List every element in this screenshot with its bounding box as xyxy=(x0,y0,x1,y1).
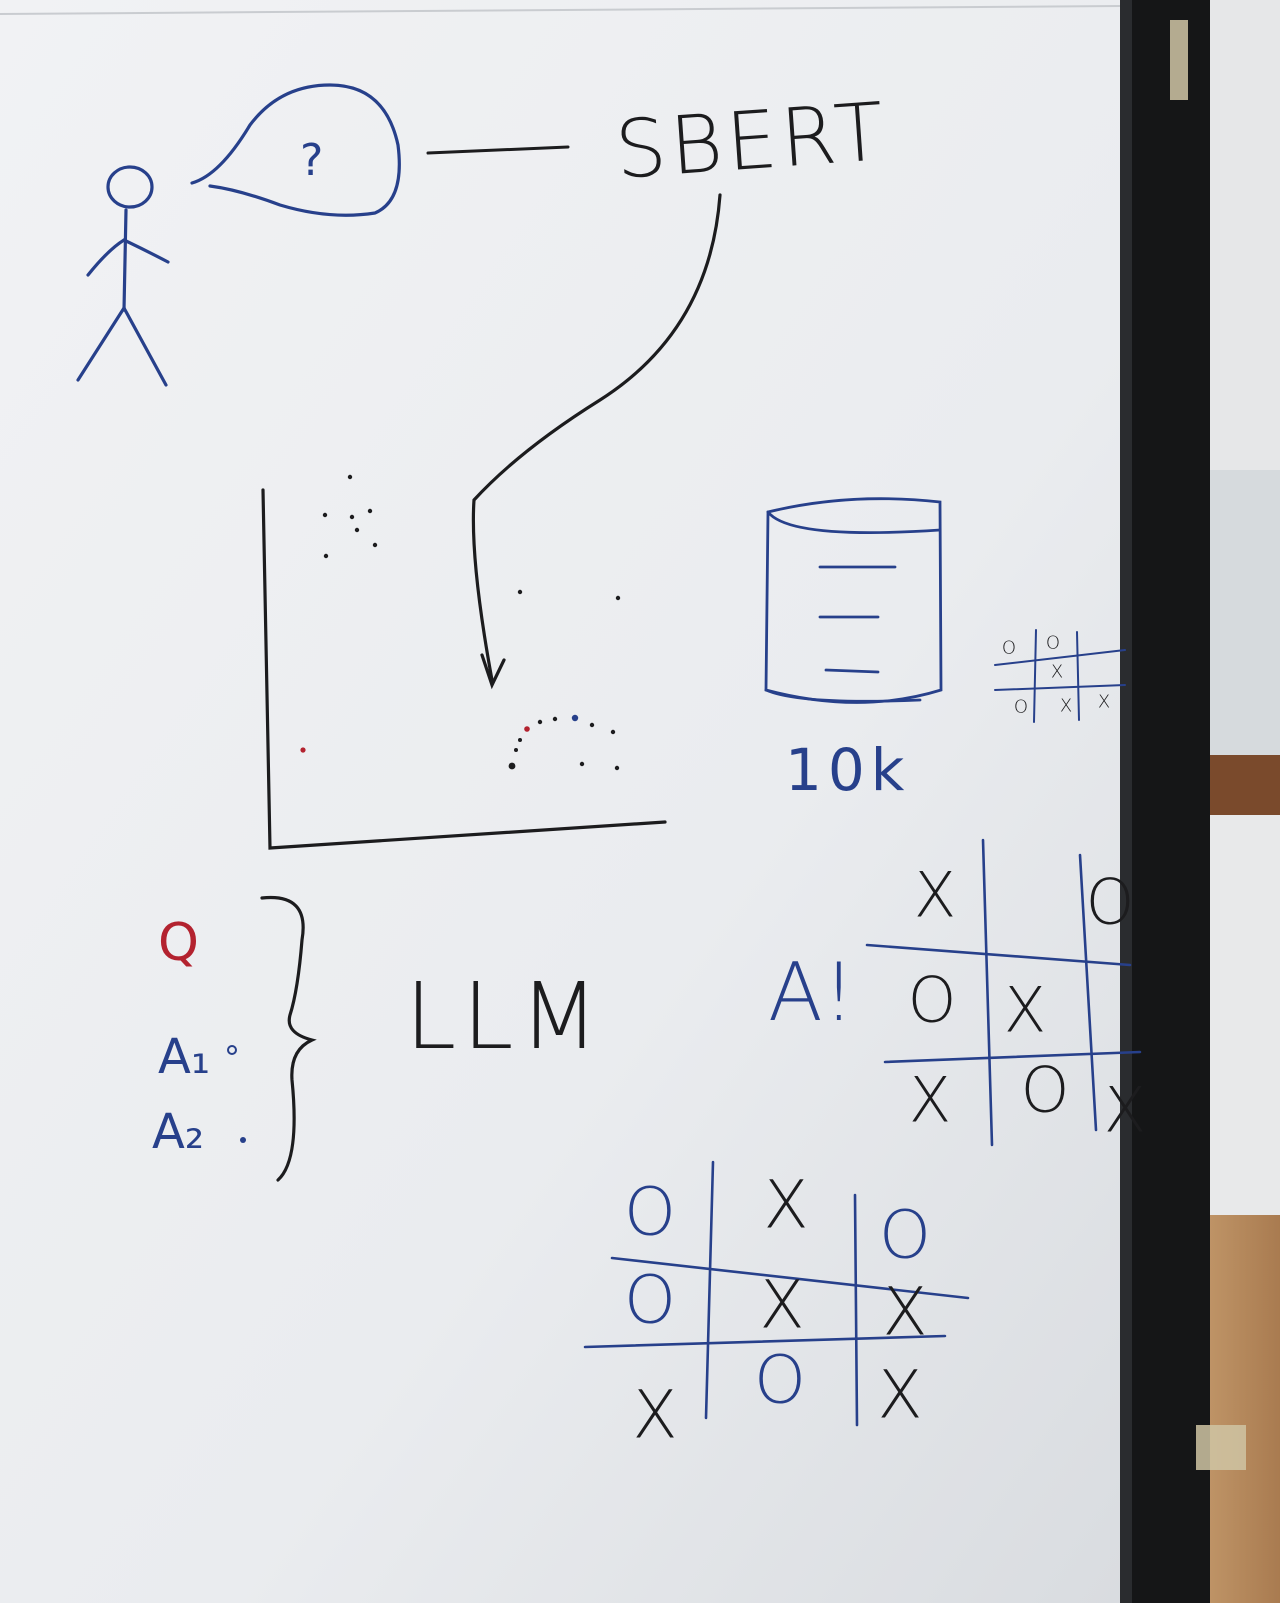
paper-sheet xyxy=(0,0,1120,1603)
thought-question-mark: ? xyxy=(300,135,323,186)
scatter-point xyxy=(589,722,595,728)
tictactoe-mark: O xyxy=(624,1174,676,1251)
scatter-point xyxy=(354,527,360,533)
tictactoe-mark: O xyxy=(1086,866,1135,939)
tictactoe-mark: O xyxy=(1014,697,1028,718)
tictactoe-mark: X xyxy=(914,859,956,932)
sbert-label: SBERT xyxy=(612,85,890,197)
scatter-point xyxy=(518,738,522,742)
q-label: Q xyxy=(158,913,199,973)
tictactoe-mark: X xyxy=(1104,1074,1146,1147)
tictactoe-mark: X xyxy=(763,1167,808,1244)
tictactoe-mark: X xyxy=(1098,692,1110,713)
tictactoe-mark: X xyxy=(1051,662,1063,683)
scatter-point-red xyxy=(524,726,530,732)
scatter-points xyxy=(300,474,621,771)
arrow-head xyxy=(480,653,506,690)
tictactoe-mark: O xyxy=(908,964,957,1037)
scatter-point xyxy=(614,765,620,771)
tictactoe-mark: O xyxy=(879,1197,931,1274)
a1-label: A₁ xyxy=(158,1029,210,1085)
tictactoe-mark: X xyxy=(909,1064,951,1137)
database-cylinder-icon xyxy=(764,497,943,704)
connector-line xyxy=(426,145,570,155)
scatter-point xyxy=(367,508,373,514)
tictactoe-mark: O xyxy=(1021,1054,1070,1127)
tictactoe-mark: X xyxy=(1004,974,1046,1047)
scatter-point xyxy=(508,762,516,770)
scatter-point xyxy=(537,719,543,725)
scatter-point xyxy=(349,514,355,520)
a2-dot xyxy=(240,1137,246,1143)
tictactoe-mark: X xyxy=(882,1274,927,1351)
tictactoe-mark: O xyxy=(1002,638,1016,659)
scatter-point xyxy=(579,761,585,767)
scatter-point xyxy=(615,595,621,601)
scatter-point xyxy=(347,474,353,480)
tictactoe-mark: O xyxy=(754,1342,806,1419)
scatter-point xyxy=(517,589,523,595)
llm-label: LLM xyxy=(405,963,605,1070)
scatter-point xyxy=(552,716,558,722)
tictactoe-mark: X xyxy=(877,1357,922,1434)
scatter-point xyxy=(323,553,329,559)
tictactoe-mark: O xyxy=(1046,633,1060,654)
a-exclamation-label: A! xyxy=(768,946,855,1039)
tictactoe-mark: O xyxy=(624,1262,676,1339)
tictactoe-mark: X xyxy=(759,1267,804,1344)
thought-bubble-icon xyxy=(190,83,401,217)
flipchart-frame xyxy=(1125,0,1210,1603)
tictactoe-mark: X xyxy=(1060,696,1072,717)
scatter-point xyxy=(372,542,378,548)
arrow-icon xyxy=(471,193,722,682)
scatter-point xyxy=(610,729,616,735)
stick-figure-icon xyxy=(76,165,170,387)
a1-dot xyxy=(227,1045,237,1055)
tictactoe-mark: X xyxy=(632,1377,677,1454)
tape-top xyxy=(1170,20,1188,100)
plot-axes xyxy=(261,488,667,850)
scatter-point xyxy=(322,512,328,518)
tape-bottom xyxy=(1196,1425,1246,1470)
scatter-point-red xyxy=(300,747,306,753)
curly-brace xyxy=(260,895,317,1182)
scatter-point-blue xyxy=(571,714,579,722)
scatter-point xyxy=(514,748,518,752)
database-count-label: 10k xyxy=(785,736,910,804)
paper-top-edge xyxy=(0,5,1121,15)
a2-label: A₂ xyxy=(152,1104,204,1160)
